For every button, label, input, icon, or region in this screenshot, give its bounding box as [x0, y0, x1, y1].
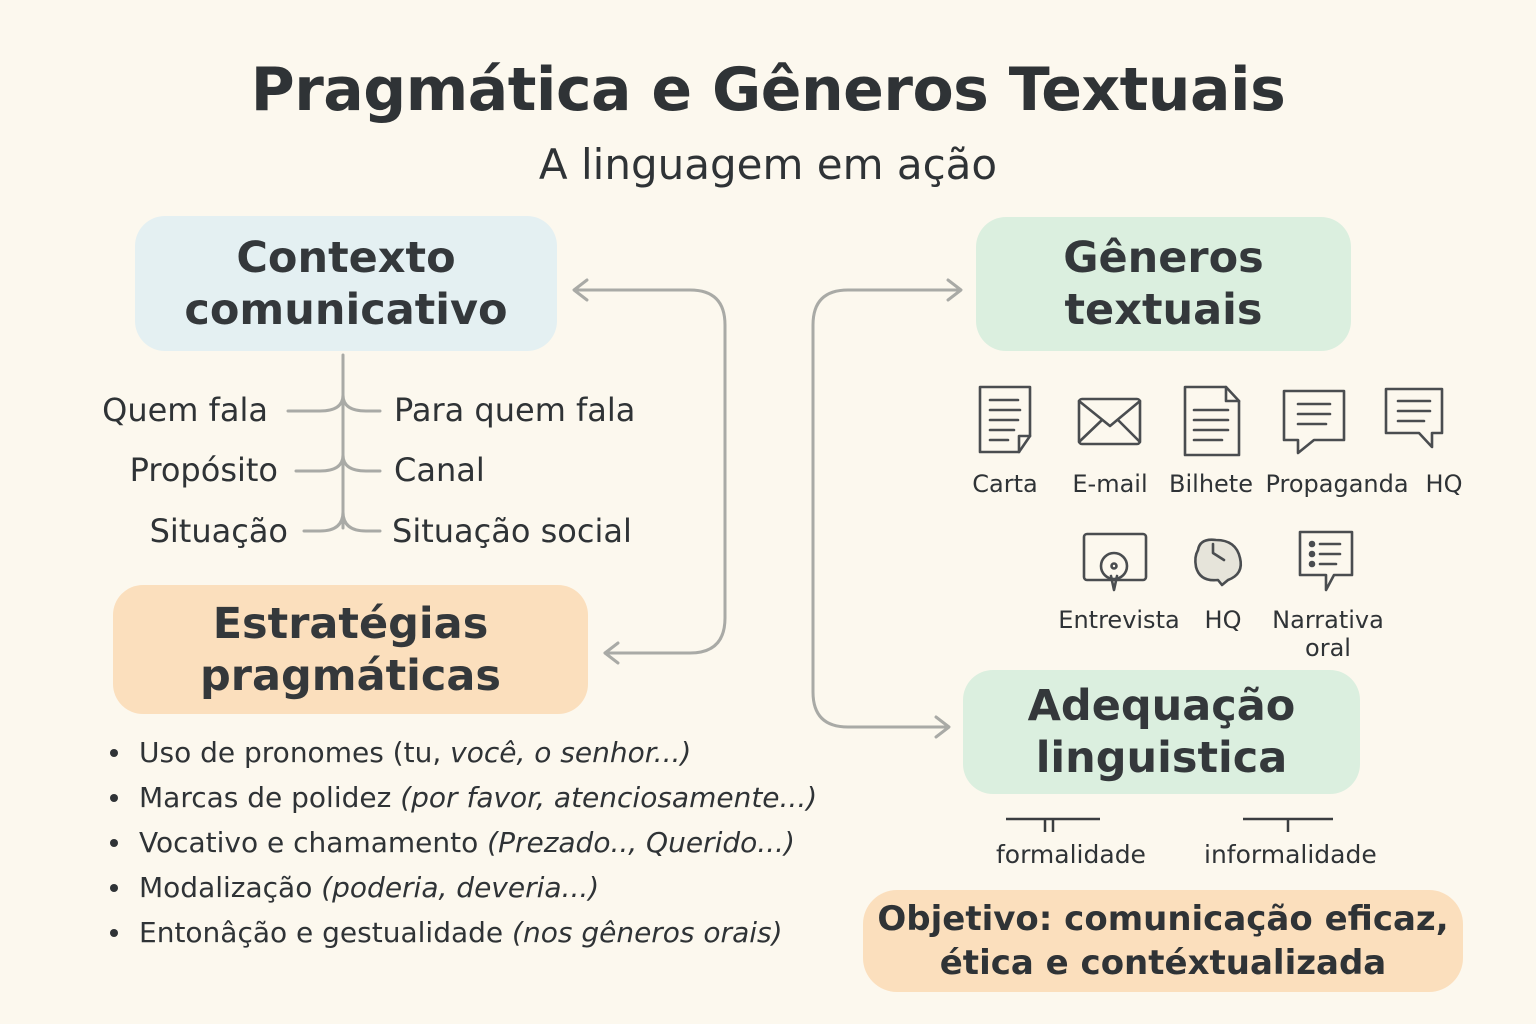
list-item: Vocativo e chamamento (Prezado.., Querid…: [105, 820, 817, 865]
bullet-icon: [110, 884, 118, 892]
genre-label-hq-2: HQ: [1204, 606, 1242, 634]
strategies-list: Uso de pronomes (tu, você, o senhor...) …: [105, 730, 817, 955]
list-item: Uso de pronomes (tu, você, o senhor...): [105, 730, 817, 775]
connector-generos: [811, 288, 962, 729]
page-subtitle: A linguagem em ação: [538, 140, 998, 189]
objetivo-line1: Objetivo: comunicação eficaz,: [877, 899, 1449, 939]
page-title: Pragmática e Gêneros Textuais: [250, 55, 1286, 125]
genre-label-propaganda: Propaganda: [1265, 470, 1409, 498]
contexto-box: Contexto comunicativo: [135, 216, 557, 351]
contexto-item-proposito: Propósito: [129, 451, 278, 489]
list-bubble-icon: [1298, 530, 1354, 592]
tree-branch-3: [302, 510, 382, 533]
bullet-icon: [110, 749, 118, 757]
scale-label-formalidade: formalidade: [996, 840, 1146, 869]
adequacao-title-line1: Adequação: [1027, 681, 1296, 731]
contexto-title-line2: comunicativo: [184, 284, 508, 335]
objetivo-box: Objetivo: comunicação eficaz, ética e co…: [863, 890, 1463, 992]
contexto-item-quem-fala: Quem fala: [102, 391, 268, 429]
contexto-item-para-quem-fala: Para quem fala: [394, 391, 636, 429]
letter-icon: [978, 385, 1032, 454]
genre-label-hq: HQ: [1425, 470, 1463, 498]
contexto-title-line1: Contexto: [236, 232, 456, 283]
genre-label-narrativa-oral: Narrativa oral: [1272, 606, 1384, 662]
adequacao-title-line2: linguistica: [1035, 733, 1288, 783]
bullet-icon: [110, 929, 118, 937]
bullet-icon: [110, 794, 118, 802]
generos-title-line1: Gêneros: [1063, 233, 1264, 283]
arrowhead-adequacao: [934, 715, 951, 739]
connector-contexto-estrategias: [573, 288, 727, 655]
list-item: Entonâção e gestualidade (nos gêneros or…: [105, 910, 817, 955]
scale-label-informalidade: informalidade: [1204, 840, 1377, 869]
contexto-item-canal: Canal: [394, 451, 485, 489]
genre-label-entrevista: Entrevista: [1058, 606, 1180, 634]
interview-icon: [1082, 532, 1148, 592]
arrowhead-contexto: [572, 278, 589, 302]
estrategias-title-line2: pragmáticas: [200, 650, 501, 701]
tree-branch-1: [286, 393, 382, 413]
estrategias-title-line1: Estratégias: [212, 598, 489, 649]
objetivo-line2: ética e contéxtualizada: [939, 943, 1387, 983]
arrowhead-estrategias: [603, 641, 620, 665]
comic-bubble-icon: [1384, 387, 1444, 449]
genre-label-email: E-mail: [1072, 470, 1148, 498]
speech-bubble-icon: [1282, 389, 1346, 455]
envelope-icon: [1077, 397, 1142, 446]
informalidade-scale-mark: [1243, 817, 1333, 832]
formalidade-scale-mark: [1006, 817, 1100, 832]
adequacao-box: Adequação linguistica: [963, 670, 1360, 794]
genre-label-carta: Carta: [972, 470, 1038, 498]
genre-label-bilhete: Bilhete: [1169, 470, 1253, 498]
list-item: Marcas de polidez (por favor, atenciosam…: [105, 775, 817, 820]
generos-box: Gêneros textuais: [976, 217, 1351, 351]
estrategias-box: Estratégias pragmáticas: [113, 585, 588, 714]
list-item: Modalização (poderia, deveria...): [105, 865, 817, 910]
contexto-item-situacao: Situação: [149, 512, 288, 550]
tree-branch-2: [294, 453, 382, 473]
bullet-icon: [110, 839, 118, 847]
generos-title-line2: textuais: [1064, 285, 1263, 335]
arrowhead-generos: [946, 278, 963, 302]
chat-blob-icon: [1194, 538, 1243, 587]
note-icon: [1183, 385, 1241, 457]
contexto-item-situacao-social: Situação social: [392, 512, 632, 550]
